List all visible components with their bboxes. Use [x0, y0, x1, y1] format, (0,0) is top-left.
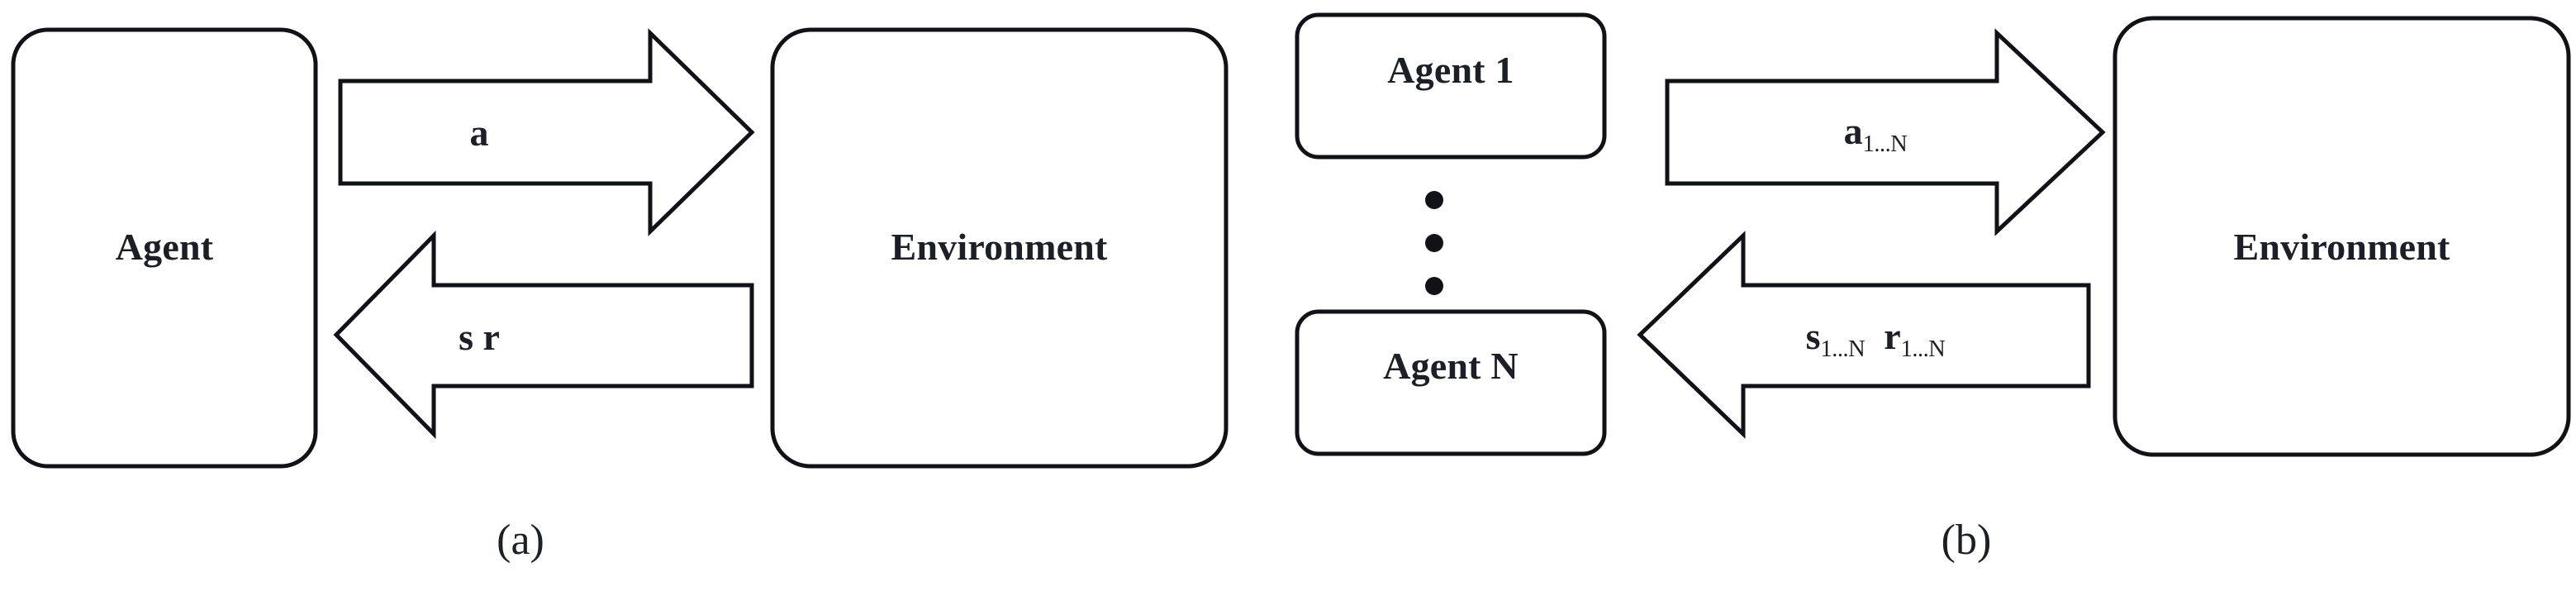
- panel-a-caption: (a): [497, 517, 544, 564]
- environment-box-a: [770, 27, 1229, 469]
- agent-1-box-b: [1295, 12, 1607, 160]
- feedback-arrow-label-b: s1...N r1...N: [1652, 315, 2098, 361]
- feedback-arrow-b: [1637, 231, 2091, 439]
- action-arrow-label-b: a1...N: [1694, 110, 2057, 156]
- feedback-arrow-label-b-reward-base: r: [1884, 315, 1901, 357]
- agent-1-box-label-b: Agent 1: [1387, 49, 1514, 91]
- ellipsis-dot-2: [1425, 234, 1443, 252]
- feedback-arrow-label-b-state-base: s: [1805, 315, 1821, 357]
- feedback-arrow-a: [333, 230, 754, 440]
- feedback-arrow-label-b-reward-subscript: 1...N: [1900, 336, 1946, 363]
- action-arrow-b: [1665, 28, 2106, 236]
- feedback-arrow-label-b-state-subscript: 1...N: [1820, 336, 1865, 363]
- ellipsis-dot-1: [1425, 191, 1443, 209]
- feedback-arrow-label-b-gap: [1865, 315, 1884, 357]
- agent-box-a: [11, 27, 318, 469]
- panel-b-caption: (b): [1941, 517, 1992, 564]
- agent-n-box-b: [1295, 309, 1607, 456]
- environment-box-label-a: Environment: [891, 226, 1108, 268]
- ellipsis-dot-3: [1425, 277, 1443, 295]
- environment-box-label-b: Environment: [2233, 226, 2450, 268]
- environment-box-b: [2113, 16, 2571, 457]
- feedback-arrow-label-a: s r: [459, 316, 500, 358]
- action-arrow-label-b-base: a: [1843, 110, 1863, 152]
- action-arrow-label-b-subscript: 1...N: [1862, 131, 1908, 158]
- action-arrow-a: [338, 28, 755, 236]
- action-arrow-label-a: a: [469, 112, 489, 154]
- agent-box-label-a: Agent: [115, 226, 214, 268]
- agent-n-box-label-b: Agent N: [1383, 345, 1519, 387]
